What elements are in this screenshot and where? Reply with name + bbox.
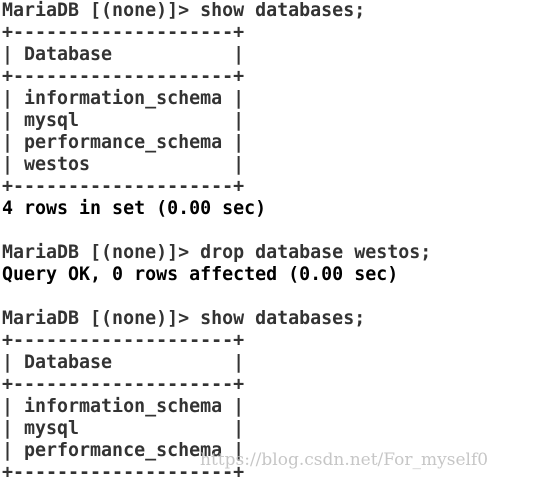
terminal-line-prompt: MariaDB [(none)]> drop database westos;	[2, 242, 432, 263]
terminal-line-result: Query OK, 0 rows affected (0.00 sec)	[2, 264, 399, 285]
terminal-line-header: | Database |	[2, 44, 245, 65]
terminal-line-result: 4 rows in set (0.00 sec)	[2, 198, 267, 219]
terminal-line-border: +--------------------+	[2, 374, 245, 395]
terminal-line-prompt: MariaDB [(none)]> show databases;	[2, 0, 366, 21]
terminal-line-border: +--------------------+	[2, 22, 245, 43]
terminal-line-row: | mysql |	[2, 110, 245, 131]
terminal-line-blank	[2, 286, 538, 308]
terminal-line-blank	[2, 220, 538, 242]
terminal-line-row: | information_schema |	[2, 88, 245, 109]
terminal-line-row: | mysql |	[2, 418, 245, 439]
terminal-line-border: +--------------------+	[2, 462, 245, 480]
terminal-line-row: | performance_schema |	[2, 440, 245, 461]
terminal-line-row: | westos |	[2, 154, 245, 175]
terminal-line-border: +--------------------+	[2, 330, 245, 351]
terminal-line-border: +--------------------+	[2, 176, 245, 197]
terminal-line-border: +--------------------+	[2, 66, 245, 87]
terminal-line-row: | information_schema |	[2, 396, 245, 417]
terminal-line-prompt: MariaDB [(none)]> show databases;	[2, 308, 366, 329]
terminal-line-row: | performance_schema |	[2, 132, 245, 153]
terminal-line-header: | Database |	[2, 352, 245, 373]
watermark-text: https://blog.csdn.net/For_myself0	[200, 450, 489, 470]
